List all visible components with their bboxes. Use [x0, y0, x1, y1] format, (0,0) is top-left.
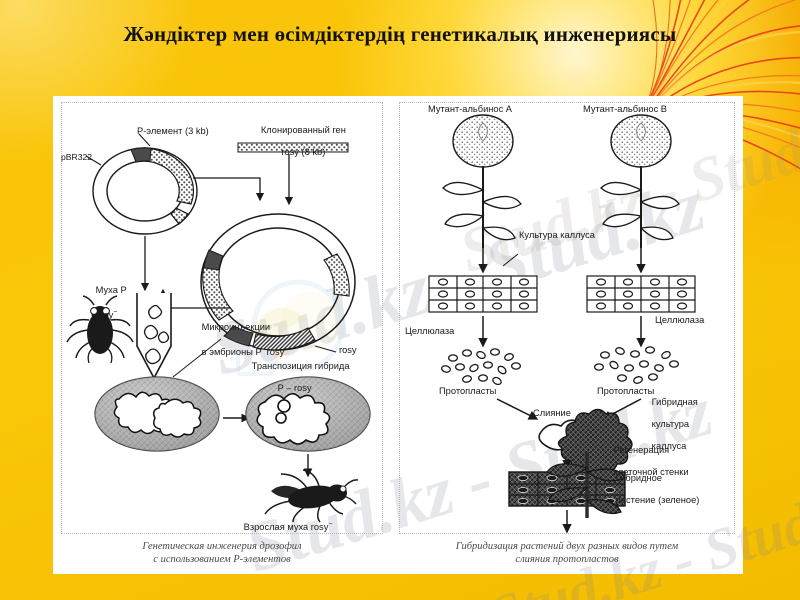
left-diagram-frame [61, 102, 383, 534]
label-callus-culture: Культура каллуса [519, 230, 595, 240]
slide-title: Жәндіктер мен өсімдіктердің генетикалық … [123, 22, 677, 46]
label-regeneration: Регенерация клеточной стенки [613, 445, 689, 477]
label-adult-fly: Взрослая муха rosy− [243, 521, 333, 533]
label-mutant-a: Мутант-альбинос А [428, 104, 513, 114]
drosophila-engineering-figure [66, 133, 371, 523]
minus-sign: − [113, 309, 118, 316]
callus-culture-a [428, 275, 538, 313]
plasmid-recombinant [200, 213, 356, 351]
label-cellulase-left: Целлюлаза [405, 326, 455, 336]
minus-sign: − [328, 521, 333, 528]
leader-line [314, 345, 337, 353]
label-cellulase-right: Целлюлаза [655, 315, 705, 325]
label-pbr322: pBR322 [61, 152, 93, 162]
label-microinjection: Микроинъекции в эмбрионы P rosy− [201, 322, 289, 358]
plant-mutant-a [442, 114, 522, 248]
microinjection-needle [136, 293, 172, 380]
plasmid-p-element [92, 147, 198, 235]
cloned-gene-fragment [237, 142, 349, 153]
arrow-fusion-left [496, 398, 539, 420]
fly-adult-icon [264, 469, 359, 523]
label-protoplasts-right: Протопласты [597, 386, 655, 396]
embryo-transposed [245, 376, 371, 452]
label-rosy: rosy [339, 345, 357, 355]
leader-line [138, 133, 151, 147]
label-p-element: P-элемент (3 kb) [137, 126, 209, 136]
leader-line [85, 155, 102, 166]
hybrid-plant-figure [562, 510, 572, 534]
leader-line [502, 253, 519, 267]
fly-parent-icon [66, 295, 134, 364]
embryo-injected [94, 376, 220, 452]
left-diagram-caption: Генетическая инженерия дрозофил с исполь… [142, 541, 302, 565]
label-transposition: Транспозиция гибрида P – rosy [251, 361, 350, 393]
left-diagram-panel: P-элемент (3 kb) pBR322 Клонированный ге… [53, 96, 391, 574]
label-parent-fly: Муха P rosy− [95, 285, 127, 321]
right-diagram-frame [399, 102, 735, 534]
label-hybrid-plant: Гибридное растение (зеленое) [615, 473, 700, 505]
plant-mutant-b [600, 114, 680, 248]
label-mutant-b: Мутант-альбинос В [583, 104, 668, 114]
hybrid-plant-icon [546, 408, 633, 518]
leader-line [172, 338, 222, 378]
protoplasts-group-a [441, 348, 522, 386]
label-fusion: Слияние [533, 408, 571, 418]
label-protoplasts-left: Протопласты [439, 386, 497, 396]
protoplasts-group-b [593, 346, 680, 384]
callus-culture-b [586, 275, 696, 313]
right-diagram-panel: Мутант-альбинос А Мутант-альбинос В Куль… [391, 96, 743, 574]
right-diagram-caption: Гибридизация растений двух разных видов … [455, 541, 679, 565]
label-cloned-gene: Клонированный ген rosy (8 kb) [260, 125, 346, 157]
minus-sign: − [284, 346, 289, 353]
label-hybrid-callus: Гибридная культура каллуса [651, 397, 698, 451]
content-panel: Stud.kz - Stud.kz Stud.kz - Stud.kz Stud… [53, 96, 800, 600]
